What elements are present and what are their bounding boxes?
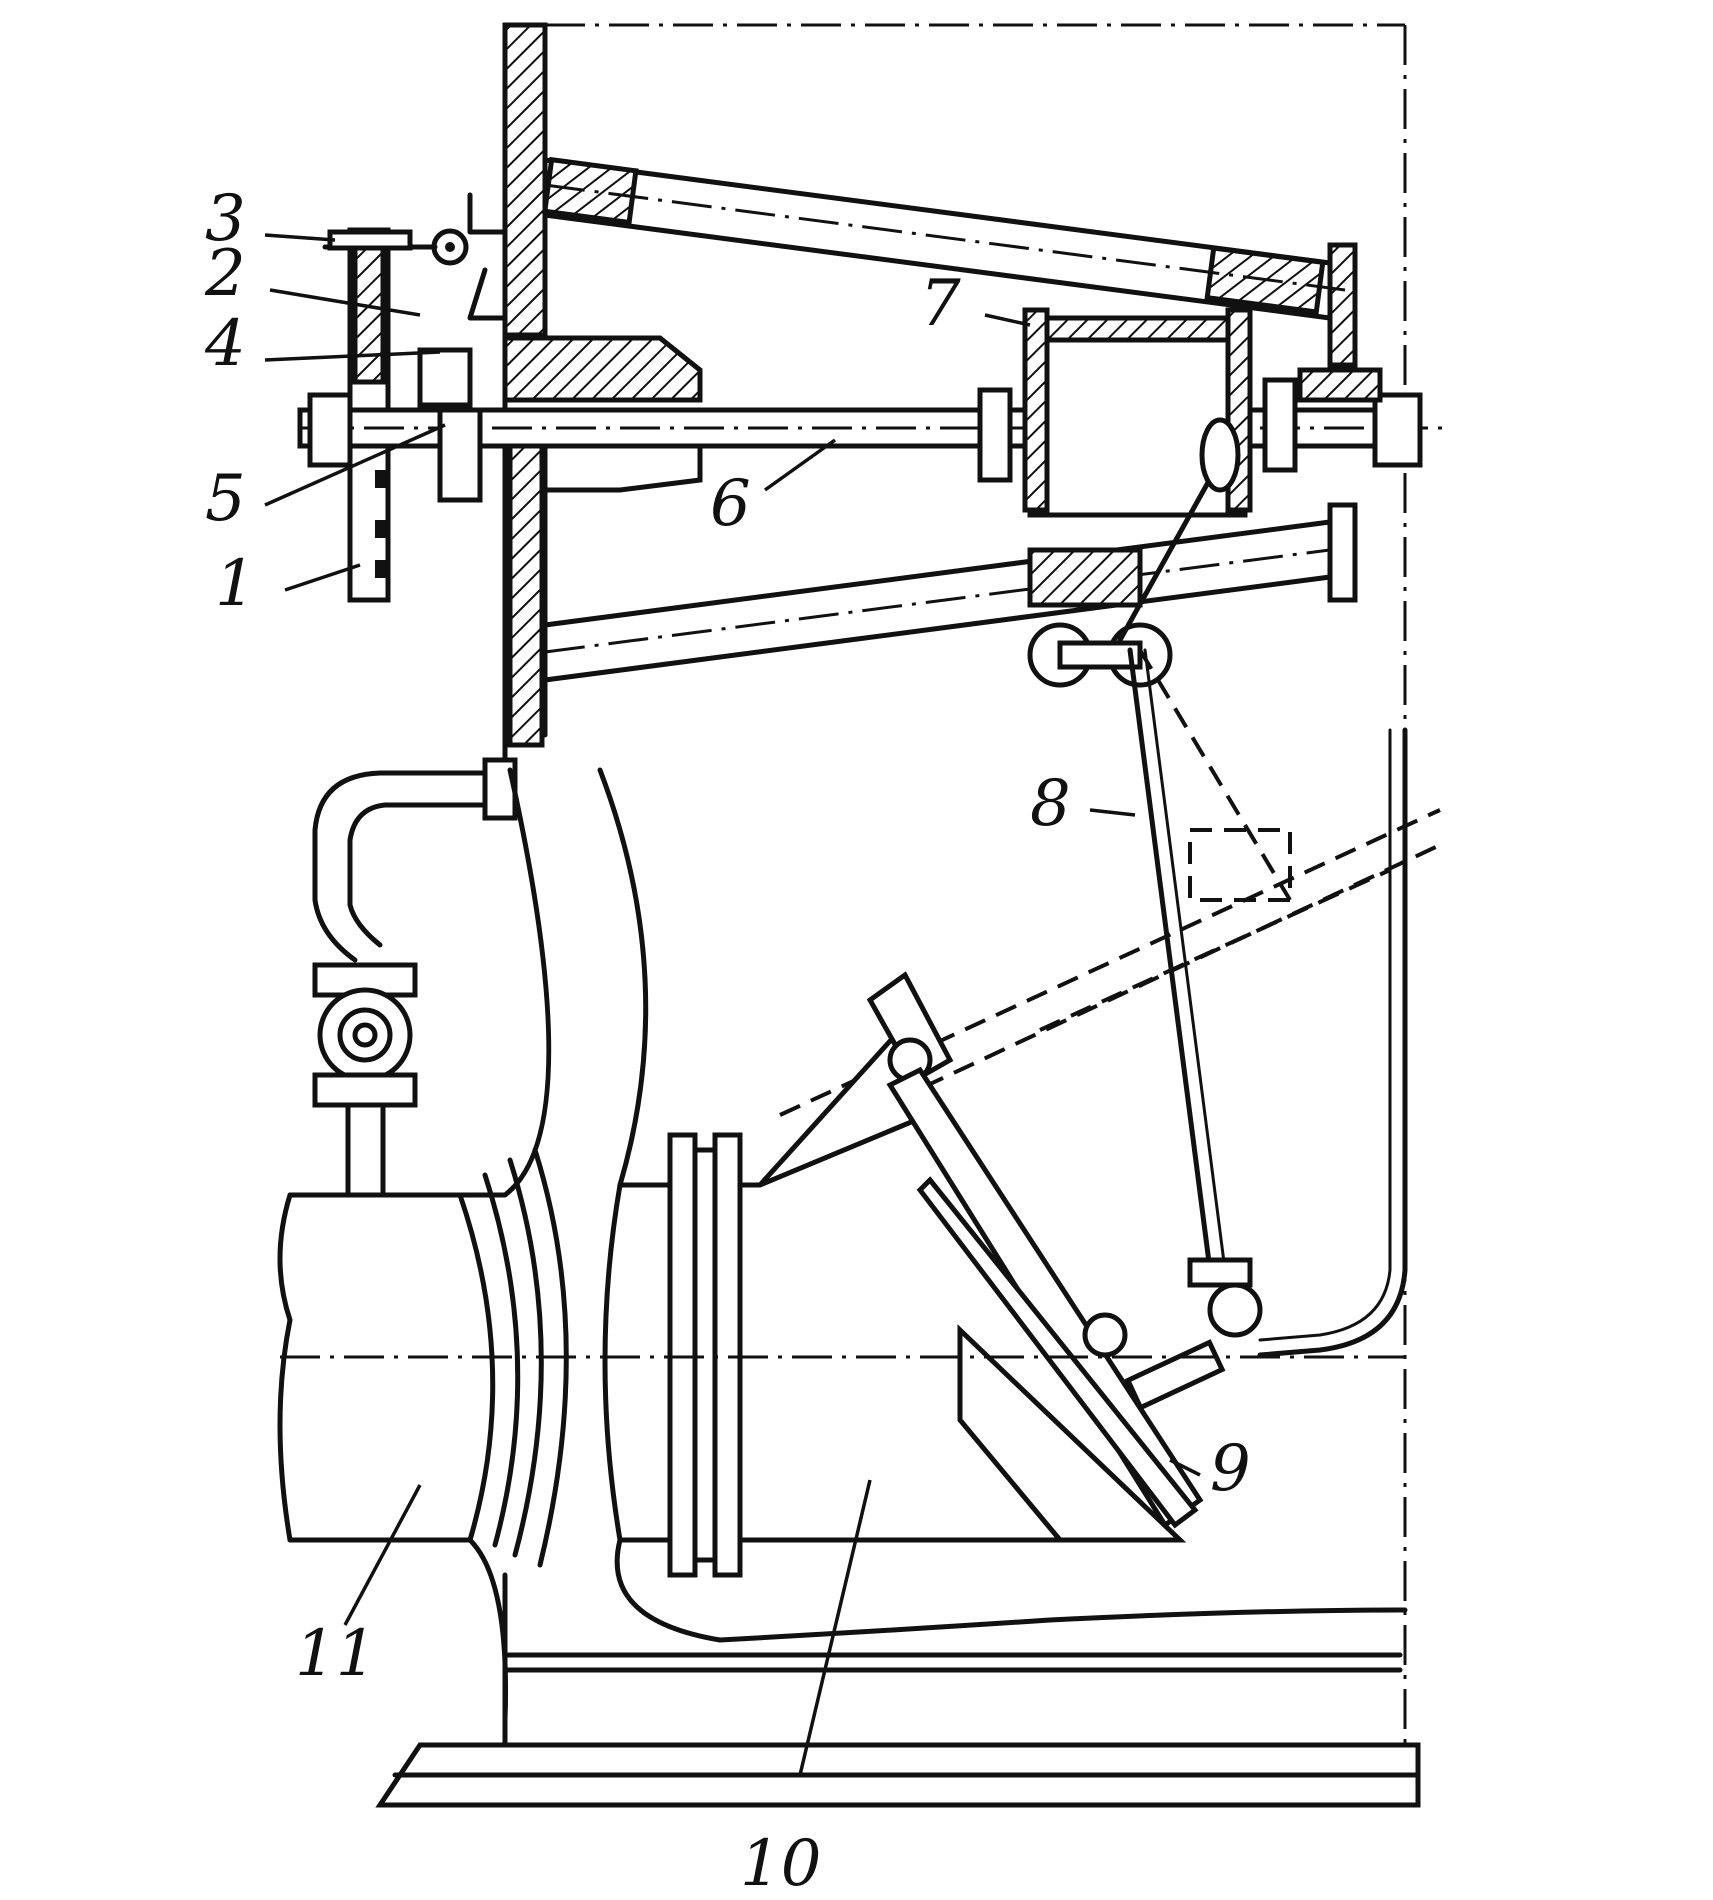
label-5: 5 [205,462,246,536]
label-1: 1 [215,547,256,621]
base-rails [375,1572,1421,1808]
label-7: 7 [920,267,961,341]
top-hinge-bracket [322,192,508,321]
label-2: 2 [204,237,246,311]
lower-strut [542,502,1358,688]
label-9: 9 [1210,1432,1251,1506]
gate-9 [758,971,1226,1543]
label-4: 4 [204,307,246,381]
label-8: 8 [1030,767,1071,841]
rod-8 [1117,417,1263,1338]
drum-box-7 [977,307,1383,518]
label-6: 6 [710,467,751,541]
pipe-10 [597,767,1408,1643]
label-11: 11 [295,1617,376,1691]
large-pipe-11 [277,767,569,1723]
upper-strut [542,156,1358,368]
left-pipe-with-valve [312,757,518,1198]
label-10: 10 [740,1827,821,1900]
leader-lines [264,233,1201,1776]
label-3: 3 [205,182,246,256]
right-cable [1257,727,1408,1358]
